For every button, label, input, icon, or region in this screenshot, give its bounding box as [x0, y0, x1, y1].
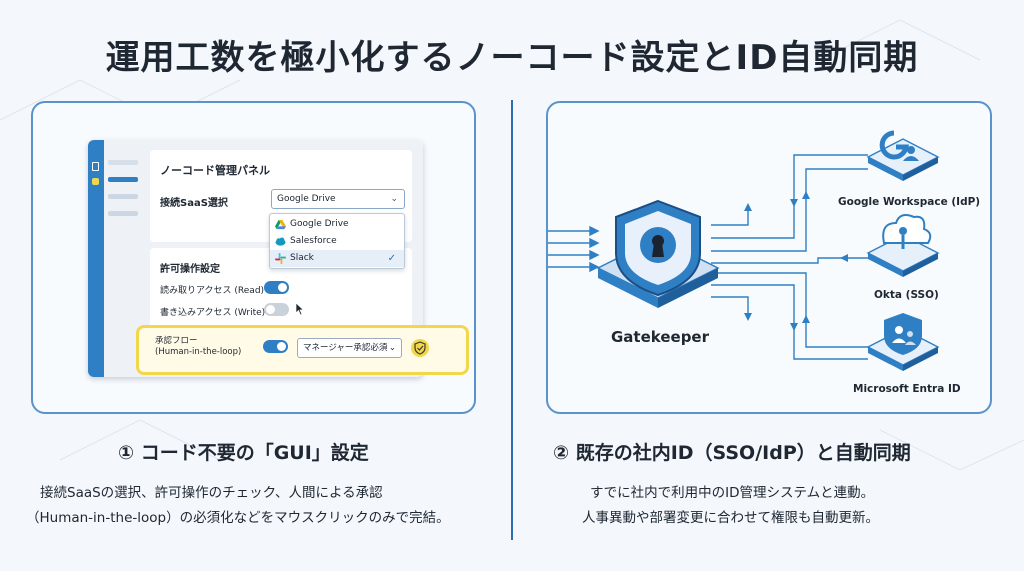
logo-icon — [92, 162, 99, 171]
gatekeeper-shield-icon — [596, 199, 720, 308]
saas-select[interactable]: Google Drive ⌄ — [271, 189, 405, 209]
left-desc-line-2: （Human-in-the-loop）の必須化などをマウスクリックのみで完結。 — [26, 510, 450, 526]
left-subtitle: ① コード不要の「GUI」設定 — [118, 442, 369, 464]
microsoft-entra-icon — [866, 313, 940, 371]
salesforce-icon — [275, 237, 286, 246]
page-title: 運用工数を極小化するノーコード設定とID自動同期 — [105, 38, 919, 78]
center-divider — [511, 100, 513, 540]
nocode-panel-card: ノーコード管理パネル 接続SaaS選択 Google Drive ⌄ Googl… — [31, 101, 476, 414]
read-access-toggle[interactable] — [264, 281, 289, 294]
microsoft-entra-label: Microsoft Entra ID — [853, 383, 961, 395]
approval-method-select[interactable]: マネージャー承認必須 ⌄ — [297, 338, 402, 358]
write-access-label: 書き込みアクセス (Write) — [160, 308, 266, 318]
option-slack[interactable]: Slack ✓ — [270, 250, 404, 267]
right-desc-line-1: すでに社内で利用中のID管理システムと連動。 — [590, 485, 875, 501]
chevron-down-icon: ⌄ — [388, 343, 396, 353]
human-in-the-loop-label: (Human-in-the-loop) — [155, 347, 242, 357]
shield-check-icon — [411, 339, 429, 357]
permission-settings-title: 許可操作設定 — [160, 264, 220, 275]
option-google-drive[interactable]: Google Drive — [270, 216, 404, 233]
right-subtitle: ② 既存の社内ID（SSO/IdP）と自動同期 — [553, 442, 911, 464]
google-workspace-icon — [866, 130, 940, 181]
saas-dropdown: Google Drive Salesforce Slack ✓ — [269, 213, 405, 269]
approval-flow-label: 承認フロー — [155, 336, 198, 346]
read-access-label: 読み取りアクセス (Read) — [160, 286, 265, 296]
google-workspace-label: Google Workspace (IdP) — [838, 196, 981, 208]
panel-title: ノーコード管理パネル — [160, 164, 270, 177]
slack-icon — [275, 253, 286, 264]
cursor-pointer-icon — [295, 302, 305, 316]
chevron-down-icon: ⌄ — [390, 194, 398, 204]
approval-flow-row: 承認フロー (Human-in-the-loop) マネージャー承認必須 ⌄ — [136, 325, 469, 375]
google-drive-icon — [275, 219, 286, 230]
left-desc-line-1: 接続SaaSの選択、許可操作のチェック、人間による承認 — [40, 485, 383, 501]
id-sync-card: Gatekeeper Google Workspace (IdP) Okta (… — [546, 101, 992, 414]
option-salesforce[interactable]: Salesforce — [270, 233, 404, 250]
okta-icon — [866, 214, 940, 277]
okta-label: Okta (SSO) — [874, 289, 939, 301]
sidebar-badge-icon — [92, 178, 99, 185]
approval-flow-toggle[interactable] — [263, 340, 288, 353]
sidebar-item-active[interactable] — [108, 177, 138, 182]
write-access-toggle[interactable] — [264, 303, 289, 316]
checkmark-icon: ✓ — [387, 253, 396, 264]
panel-sidebar — [88, 140, 104, 377]
id-sync-diagram — [548, 130, 940, 371]
saas-select-label: 接続SaaS選択 — [160, 198, 228, 209]
gatekeeper-label: Gatekeeper — [611, 328, 710, 346]
right-desc-line-2: 人事異動や部署変更に合わせて権限も自動更新。 — [582, 510, 879, 526]
